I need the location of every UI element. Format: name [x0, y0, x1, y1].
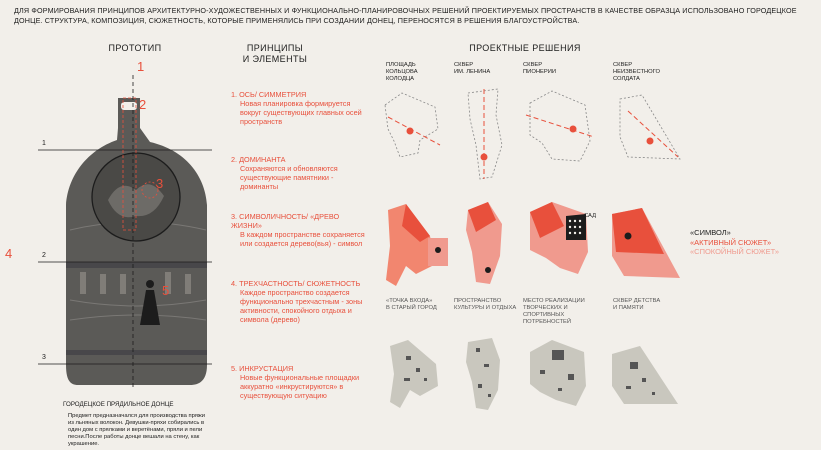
principle-title: 3. СИМВОЛИЧНОСТЬ/ «ДРЕВО ЖИЗНИ»: [231, 212, 340, 230]
spinning-board-image: [66, 98, 207, 385]
function-label-line: творческих и спортивных: [523, 305, 568, 318]
function-label-4: СКВЕР ДЕТСТВА И ПАМЯТИ: [613, 298, 688, 312]
principle-4: 4. ТРЕХЧАСТНОСТЬ/ СЮЖЕТНОСТЬ Каждое прос…: [231, 279, 371, 324]
plan-axis-site-3: [525, 90, 595, 162]
site-label-line: Пионерии: [523, 69, 557, 75]
principle-1: 1. ОСЬ/ СИММЕТРИЯ Новая планировка форми…: [231, 90, 371, 126]
function-label-line: ПРОСТРАНСТВО: [454, 298, 502, 304]
marker-inlay-5: 5: [162, 283, 170, 298]
axis-dominant-plans: [384, 88, 681, 180]
prototype-description: Предмет предназначался для производства …: [68, 413, 206, 447]
marker-symbol-3: 3: [156, 176, 164, 191]
site-label-2: СКВЕР им. Ленина: [454, 62, 514, 76]
garden-label: САД: [584, 213, 597, 219]
principle-title: 5. ИНКРУСТАЦИЯ: [231, 364, 294, 373]
zoning-site-3: [530, 202, 588, 274]
site-label-line: Неизвестного: [613, 69, 661, 75]
marker-dominant-2: 2: [139, 97, 147, 112]
function-label-line: СКВЕР ДЕТСТВА: [613, 298, 661, 304]
site-label-line: СКВЕР: [613, 62, 633, 68]
site-label-1: ПЛОЩАДЬ Кольцова колодца: [386, 62, 446, 83]
function-label-line: потребностей: [523, 319, 572, 325]
function-label-3: МЕСТО РЕАЛИЗАЦИИ творческих и спортивных…: [523, 298, 608, 326]
site-label-line: СКВЕР: [454, 62, 474, 68]
principle-body: Сохраняются и обновляются существующие п…: [240, 164, 338, 191]
prototype-caption: ГОРОДЕЦКОЕ ПРЯДИЛЬНОЕ ДОНЦЕ: [63, 401, 174, 408]
site-label-3: СКВЕР Пионерии: [523, 62, 583, 76]
heading-solutions: ПРОЕКТНЫЕ РЕШЕНИЯ: [469, 43, 581, 53]
principle-5: 5. ИНКРУСТАЦИЯ Новые функциональные площ…: [231, 364, 371, 400]
site-label-line: им. Ленина: [454, 69, 491, 75]
zoning-site-1: [386, 204, 448, 286]
plan-axis-site-4: [619, 94, 681, 160]
function-label-2: ПРОСТРАНСТВО культуры и отдыха: [454, 298, 529, 312]
principle-body: Каждое пространство создается функционал…: [240, 288, 363, 324]
band-label-3: 3: [42, 354, 46, 361]
function-label-line: в старый город: [386, 305, 437, 311]
inlay-site-4: [612, 346, 678, 404]
principle-2: 2. ДОМИНАНТА Сохраняются и обновляются с…: [231, 155, 371, 191]
marker-tripartite-4: 4: [5, 246, 13, 261]
prototype-drawing: [38, 75, 212, 390]
zoning-site-4: [612, 208, 680, 278]
principle-title: 2. ДОМИНАНТА: [231, 155, 286, 164]
legend-symbol: «СИМВОЛ»: [690, 228, 731, 237]
zoning-plans: [386, 202, 680, 286]
inlay-site-1: [390, 340, 438, 408]
band-label-2: 2: [42, 252, 46, 259]
site-label-line: колодца: [386, 76, 415, 82]
site-label-line: ПЛОЩАДЬ: [386, 62, 416, 68]
site-label-line: солдата: [613, 76, 640, 82]
principle-body: Новая планировка формируется вокруг суще…: [240, 99, 362, 126]
heading-principles: ПРИНЦИПЫ И ЭЛЕМЕНТЫ: [235, 43, 315, 65]
legend: «СИМВОЛ» «АКТИВНЫЙ СЮЖЕТ» «СПОКОЙНЫЙ СЮЖ…: [690, 228, 779, 257]
function-label-line: «ТОЧКА ВХОДА»: [386, 298, 433, 304]
site-label-4: СКВЕР Неизвестного солдата: [613, 62, 683, 83]
principle-title: 4. ТРЕХЧАСТНОСТЬ/ СЮЖЕТНОСТЬ: [231, 279, 361, 288]
inlay-site-3: [530, 340, 586, 406]
legend-active: «АКТИВНЫЙ СЮЖЕТ»: [690, 237, 772, 247]
site-label-line: СКВЕР: [523, 62, 543, 68]
principle-body: Новые функциональные площадки аккуратно …: [240, 373, 360, 400]
inlay-plans: [390, 338, 678, 410]
band-label-1: 1: [42, 140, 46, 147]
zoning-site-2: [466, 202, 502, 284]
legend-calm: «СПОКОЙНЫЙ СЮЖЕТ»: [690, 247, 780, 256]
inlay-site-2: [466, 338, 500, 410]
marker-axis-1: 1: [137, 59, 145, 74]
plan-axis-site-1: [384, 92, 441, 158]
plan-axis-site-2: [467, 88, 503, 180]
heading-principles-line2: И ЭЛЕМЕНТЫ: [242, 54, 308, 64]
intro-text: ДЛЯ ФОРМИРОВАНИЯ ПРИНЦИПОВ АРХИТЕКТУРНО-…: [14, 6, 797, 25]
function-label-line: МЕСТО РЕАЛИЗАЦИИ: [523, 298, 585, 304]
function-label-1: «ТОЧКА ВХОДА» в старый город: [386, 298, 461, 312]
function-label-line: культуры и отдыха: [454, 305, 517, 311]
heading-principles-line1: ПРИНЦИПЫ: [246, 43, 304, 53]
site-label-line: Кольцова: [386, 69, 418, 75]
heading-prototype: ПРОТОТИП: [108, 43, 162, 53]
function-label-line: И ПАМЯТИ: [613, 305, 644, 311]
principle-3: 3. СИМВОЛИЧНОСТЬ/ «ДРЕВО ЖИЗНИ» В каждом…: [231, 212, 371, 248]
principle-title: 1. ОСЬ/ СИММЕТРИЯ: [231, 90, 307, 99]
principle-body: В каждом пространстве сохраняется или со…: [240, 230, 365, 248]
